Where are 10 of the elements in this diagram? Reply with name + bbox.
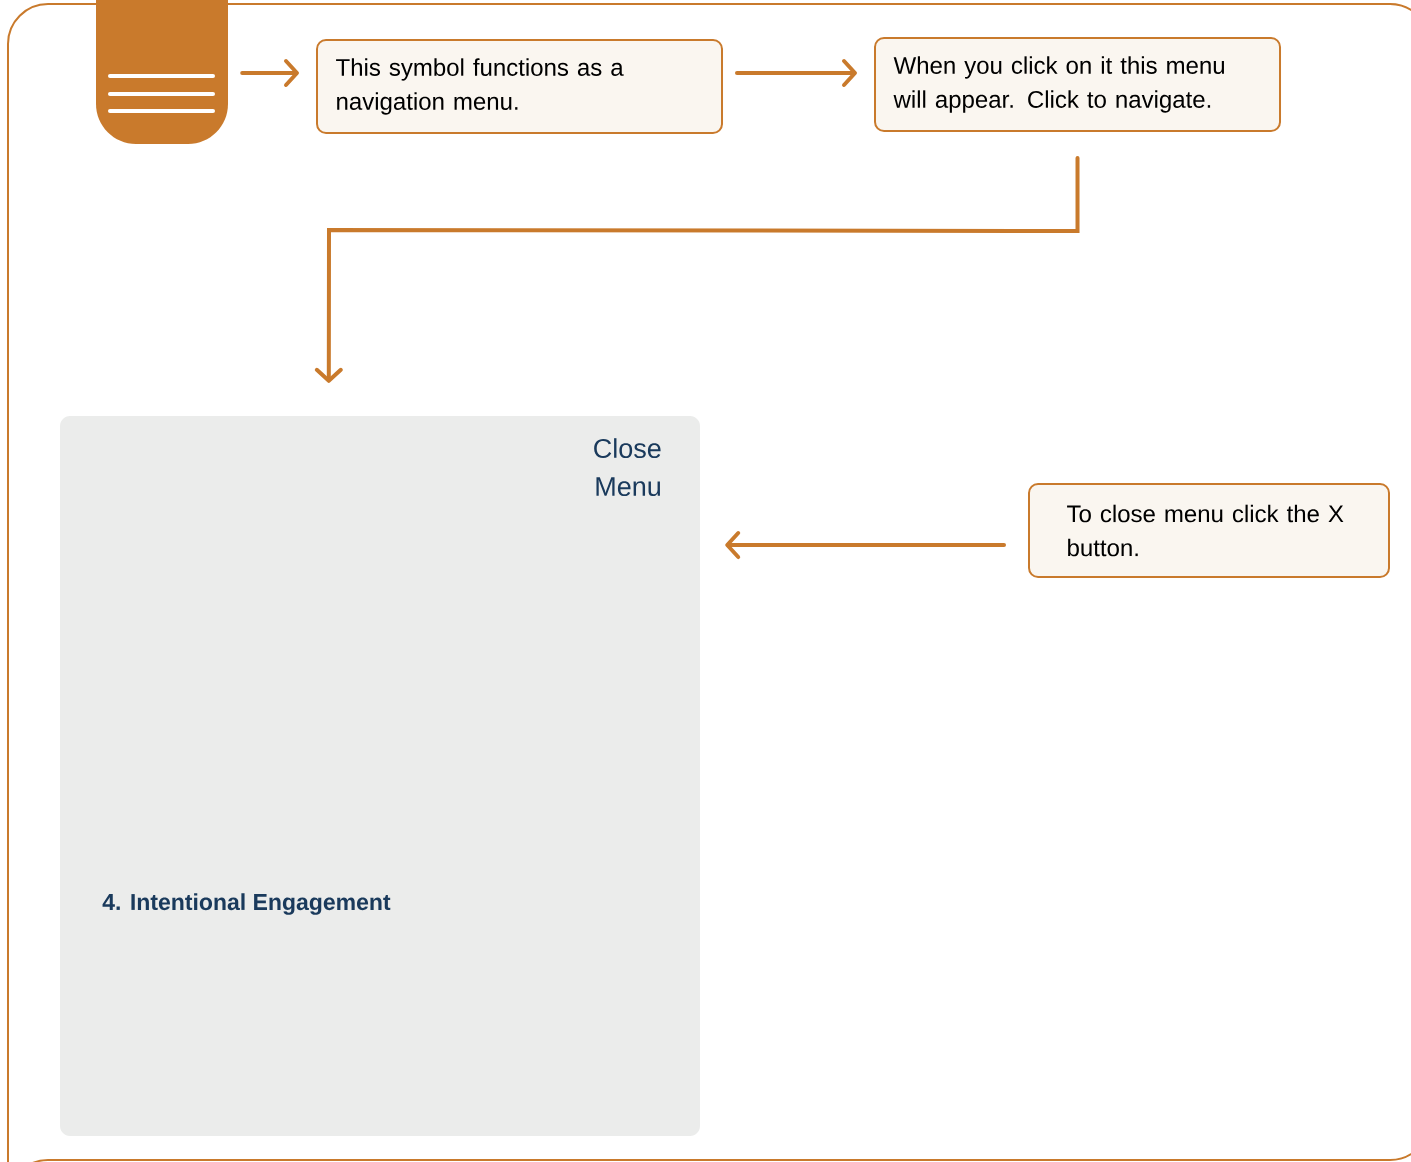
- arrow: [314, 156, 1080, 383]
- callout-box: When you click on it this menu will appear. Click to navigate.: [874, 37, 1281, 132]
- arrow: [240, 59, 299, 87]
- menu-tab-icon: [96, 0, 228, 144]
- arrow: [725, 531, 1006, 559]
- arrow: [735, 59, 857, 87]
- close-link: Close Menu: [594, 438, 661, 497]
- menu-item: 4. Intentional Engagement: [102, 893, 391, 915]
- callout-box: This symbol functions as a navigation menu.: [316, 39, 723, 134]
- callout-box: To close menu click the X button.: [1028, 483, 1390, 578]
